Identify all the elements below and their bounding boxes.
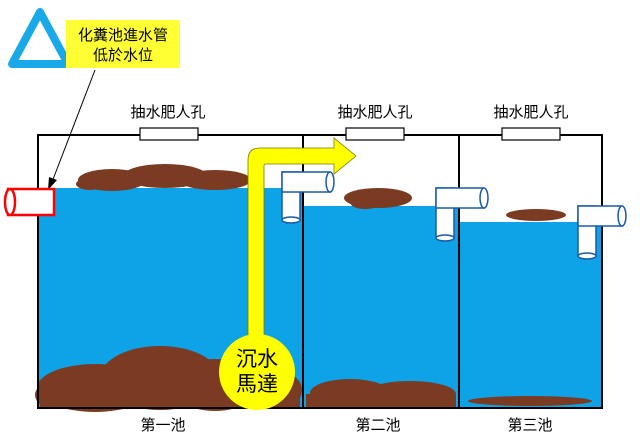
warning-line1: 化糞池進水管 [78, 26, 168, 44]
tank2-scum [344, 188, 412, 209]
manhole-cover-3 [501, 127, 561, 141]
elbow-pipe-3 [577, 205, 627, 260]
warning-triangle-icon [8, 8, 72, 68]
tank3-scum [506, 209, 566, 221]
pump-label-line1: 沉水 [236, 347, 278, 371]
warning-line2: 低於水位 [93, 46, 153, 64]
tank2-bottom-sludge [306, 379, 456, 408]
tank3-bottom-sludge [468, 396, 592, 406]
tank-outline [37, 134, 603, 409]
tank-label-1: 第一池 [140, 416, 185, 434]
manhole-label-1: 抽水肥人孔 [130, 103, 205, 121]
elbow-pipe-1 [281, 171, 335, 224]
tank2-water [304, 206, 458, 408]
manhole-label-3: 抽水肥人孔 [493, 103, 568, 121]
tank-label-3: 第三池 [507, 416, 552, 434]
elbow-pipe-2 [435, 187, 489, 242]
pointer-line [51, 69, 96, 183]
submersible-pump [219, 334, 295, 410]
pointer-arrowhead-icon [48, 177, 57, 190]
manhole-cover-1 [139, 127, 199, 141]
warning-box [66, 20, 180, 68]
manhole-label-2: 抽水肥人孔 [337, 103, 412, 121]
manhole-cover-2 [345, 127, 405, 141]
pump-label-line2: 馬達 [236, 372, 278, 396]
inlet-pipe [3, 187, 56, 217]
tank-label-2: 第二池 [355, 416, 400, 434]
tank1-scum [76, 164, 251, 191]
